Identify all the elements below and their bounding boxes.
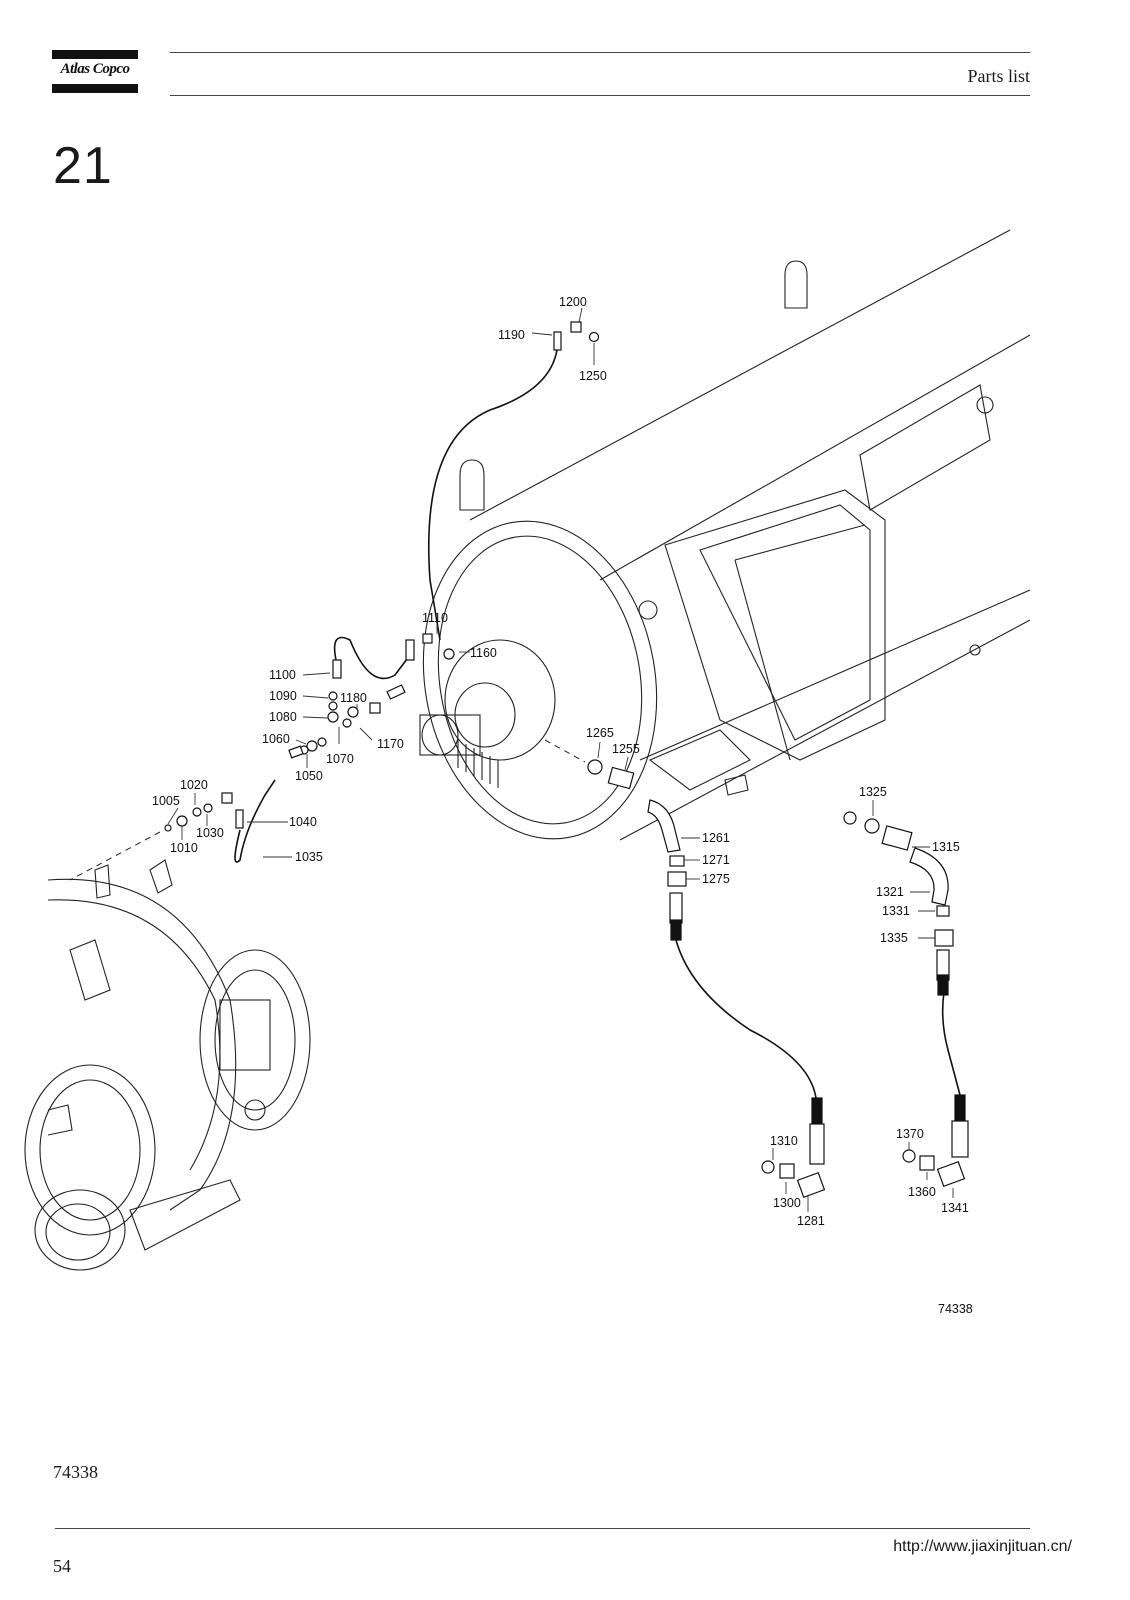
- motor-housing: [419, 229, 1031, 841]
- assembly-lines: [69, 739, 586, 881]
- callout-1040: 1040: [289, 815, 317, 829]
- callout-1255: 1255: [612, 742, 640, 756]
- callout-1110: 1110: [422, 611, 448, 625]
- callout-1321: 1321: [876, 885, 904, 899]
- turbo-unit: [24, 859, 311, 1271]
- callout-1020: 1020: [180, 778, 208, 792]
- hose-lines: [234, 349, 961, 1099]
- callout-1160: 1160: [470, 646, 497, 660]
- callout-1035: 1035: [295, 850, 323, 864]
- drawing-number: 74338: [938, 1302, 973, 1316]
- callout-1261: 1261: [702, 831, 730, 845]
- callout-1331: 1331: [882, 904, 910, 918]
- callout-1265: 1265: [586, 726, 614, 740]
- logo-wordmark: Atlas Copco: [60, 61, 130, 77]
- callout-1030: 1030: [196, 826, 224, 840]
- logo-top-bar: [52, 50, 138, 59]
- callout-1300: 1300: [773, 1196, 801, 1210]
- header-title: Parts list: [967, 66, 1030, 86]
- callout-labels: 1200 1190 1250 1110 1160 1100 1090 1180 …: [152, 295, 973, 1316]
- section-number: 21: [53, 137, 113, 195]
- callout-1250: 1250: [579, 369, 607, 383]
- callout-1275: 1275: [702, 872, 730, 886]
- callout-1315: 1315: [932, 840, 960, 854]
- fittings: [164, 321, 969, 1198]
- atlas-copco-logo: Atlas Copco: [52, 50, 138, 94]
- callout-1060: 1060: [262, 732, 290, 746]
- callout-1200: 1200: [559, 295, 587, 309]
- callout-1090: 1090: [269, 689, 297, 703]
- footer-url[interactable]: http://www.jiaxinjituan.cn/: [893, 1538, 1072, 1555]
- callout-1281: 1281: [797, 1214, 825, 1228]
- callout-1050: 1050: [295, 769, 323, 783]
- callout-1341: 1341: [941, 1201, 969, 1215]
- logo-bottom-bar: [52, 84, 138, 93]
- callout-1370: 1370: [896, 1127, 924, 1141]
- callout-1271: 1271: [702, 853, 730, 867]
- callout-1100: 1100: [269, 668, 296, 682]
- callout-1070: 1070: [326, 752, 354, 766]
- header-rule-bottom: [170, 95, 1030, 96]
- callout-1180: 1180: [340, 691, 367, 705]
- callout-1360: 1360: [908, 1185, 936, 1199]
- callout-1325: 1325: [859, 785, 887, 799]
- callout-1080: 1080: [269, 710, 297, 724]
- callout-1170: 1170: [377, 737, 404, 751]
- footer-rule: [55, 1528, 1030, 1529]
- callout-1005: 1005: [152, 794, 180, 808]
- document-id: 74338: [53, 1462, 98, 1482]
- callout-1190: 1190: [498, 328, 525, 342]
- callout-1010: 1010: [170, 841, 198, 855]
- leader-lines: [167, 307, 954, 1212]
- callout-1310: 1310: [770, 1134, 798, 1148]
- page-number: 54: [53, 1556, 71, 1576]
- header-rule-top: [170, 52, 1030, 53]
- callout-1335: 1335: [880, 931, 908, 945]
